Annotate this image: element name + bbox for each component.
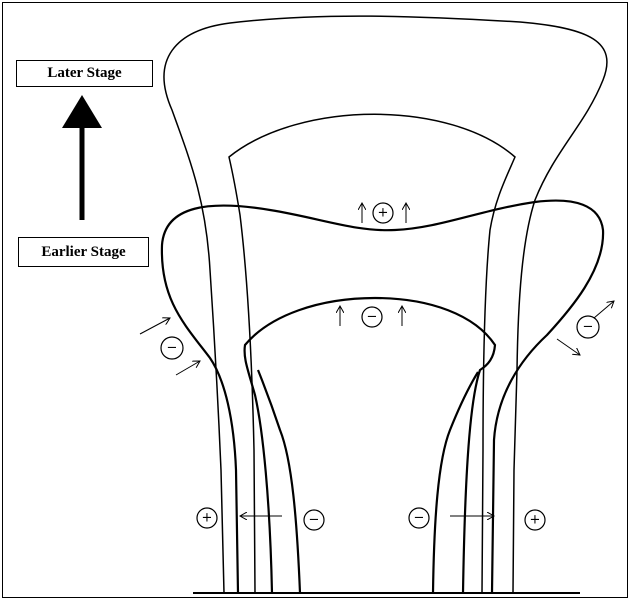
svg-text:−: − bbox=[367, 310, 378, 325]
negative-charge-icon: − bbox=[304, 510, 324, 530]
positive-charge-icon: + bbox=[197, 508, 217, 528]
svg-text:+: + bbox=[530, 513, 541, 528]
negative-charge-icon: − bbox=[409, 508, 429, 528]
earlier-stage-inner-boundary bbox=[245, 298, 495, 593]
later-stage-inner-boundary bbox=[229, 114, 515, 593]
svg-text:−: − bbox=[583, 320, 594, 335]
positive-charge-icon: + bbox=[525, 510, 545, 530]
later-stage-outer-boundary bbox=[164, 16, 607, 593]
svg-text:+: + bbox=[202, 511, 213, 526]
svg-text:−: − bbox=[309, 513, 320, 528]
svg-text:−: − bbox=[414, 511, 425, 526]
negative-charge-icon: − bbox=[362, 307, 382, 327]
stage-arrow-icon bbox=[62, 95, 102, 220]
svg-text:+: + bbox=[378, 206, 389, 221]
negative-charge-icon: − bbox=[577, 316, 599, 338]
positive-charge-icon: + bbox=[373, 203, 393, 223]
earlier-stage-outer-boundary bbox=[162, 201, 603, 593]
left-inner-tube bbox=[258, 370, 300, 593]
svg-text:−: − bbox=[167, 341, 178, 356]
right-inner-tube bbox=[433, 372, 478, 593]
negative-charge-icon: − bbox=[161, 337, 183, 359]
